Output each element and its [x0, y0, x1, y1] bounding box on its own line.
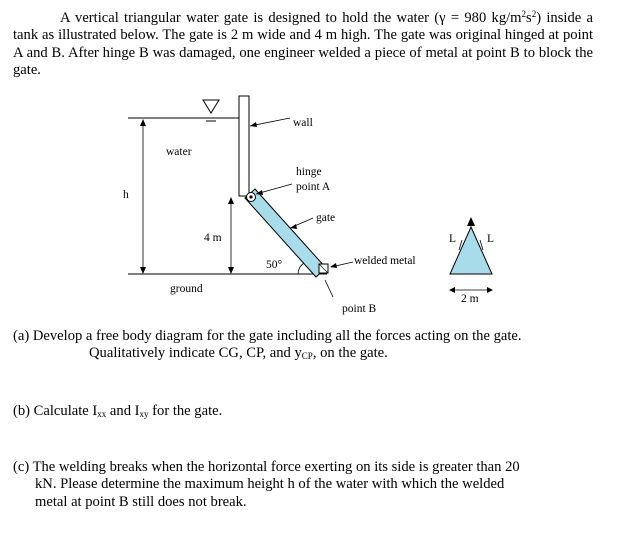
wall-leader — [249, 117, 291, 127]
question-a-line2-post: , on the gate. — [312, 345, 388, 362]
question-a-ycp-sub: CP — [301, 351, 313, 362]
question-b-mid: and I — [106, 403, 140, 419]
question-a-line2-pre: Qualitatively indicate CG, CP, and y — [89, 345, 302, 362]
label-ground: ground — [170, 283, 203, 295]
label-welded-metal: welded metal — [354, 255, 416, 267]
question-c-line2: kN. Please determine the maximum height … — [35, 476, 505, 493]
question-b-pre: (b) Calculate I — [13, 403, 98, 419]
label-point-b: point B — [342, 303, 377, 315]
point-b-leader — [324, 279, 334, 298]
question-b-post: for the gate. — [148, 403, 223, 419]
label-hinge: hinge — [296, 166, 322, 178]
angle-arc — [297, 262, 305, 275]
intro-text-mid: s — [526, 10, 532, 26]
label-angle: 50° — [266, 259, 283, 271]
question-c: (c) The welding breaks when the horizont… — [13, 459, 593, 511]
label-wall: wall — [293, 117, 313, 129]
label-h: h — [123, 189, 129, 201]
wall — [238, 95, 250, 197]
label-L-left: L — [449, 233, 456, 245]
intro-sup-1: 2 — [521, 9, 527, 19]
problem-statement: A vertical triangular water gate is desi… — [13, 10, 593, 80]
gate-figure: wall water hinge point A h gate 4 m 50° … — [123, 95, 494, 315]
label-gate: gate — [316, 212, 335, 224]
question-b-sub-xy: xy — [139, 409, 149, 419]
intro-sup-2: 2 — [531, 9, 537, 19]
question-b: (b) Calculate Ixx and Ixy for the gate. — [13, 403, 593, 420]
question-a-line2: Qualitatively indicate CG, CP, and yCP, … — [13, 345, 591, 362]
question-a-line1: (a) Develop a free body diagram for the … — [13, 328, 522, 344]
intro-text-start: A vertical triangular water gate is desi… — [60, 10, 522, 26]
intro-text-end: ) inside a tank as illustrated below. Th… — [13, 10, 593, 79]
question-a: (a) Develop a free body diagram for the … — [13, 328, 591, 363]
label-water: water — [166, 146, 192, 158]
label-2m: 2 m — [461, 293, 479, 305]
label-4m: 4 m — [204, 232, 222, 244]
question-c-line1: (c) The welding breaks when the horizont… — [13, 459, 520, 475]
label-L-right: L — [487, 233, 494, 245]
gate-plate — [244, 188, 327, 278]
triangle-apex-arrow — [467, 217, 475, 226]
question-b-sub-xx: xx — [97, 409, 107, 419]
label-point-a: point A — [296, 181, 331, 193]
gate-triangle-view — [449, 225, 493, 275]
question-c-line3: metal at point B still does not break. — [35, 493, 247, 510]
